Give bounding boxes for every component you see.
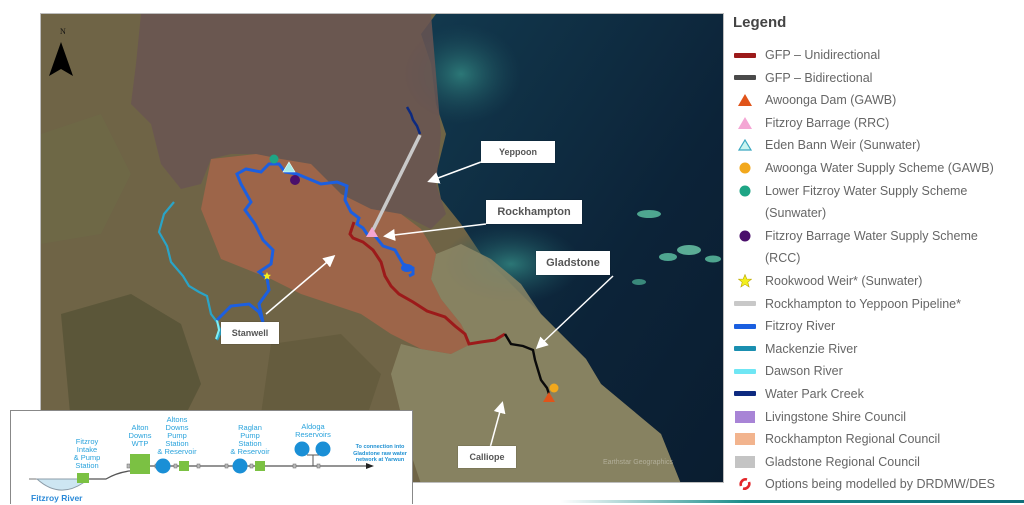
line-swatch-icon bbox=[733, 44, 757, 66]
reservoir-icon bbox=[315, 441, 331, 457]
area-swatch-icon bbox=[733, 428, 757, 450]
station-label-aldoga: Aldoga Reservoirs bbox=[295, 422, 331, 439]
awoonga-scheme-marker bbox=[549, 383, 559, 393]
legend-item-gfp-unidirectional: GFP – Unidirectional bbox=[733, 44, 1023, 67]
legend-item-mackenzie-river: Mackenzie River bbox=[733, 338, 1023, 361]
schematic-diagram bbox=[29, 441, 374, 491]
star-icon bbox=[733, 270, 757, 292]
station-label-fitzroy-intake: Fitzroy Intake & Pump Station bbox=[73, 437, 101, 470]
triangle-icon bbox=[733, 112, 757, 134]
legend-item-lower-fitzroy-scheme: Lower Fitzroy Water Supply Scheme (Sunwa… bbox=[733, 180, 1023, 225]
line-swatch-icon bbox=[733, 67, 757, 89]
station-label-altons-downs-pump: Altons Downs Pump Station & Reservoir bbox=[157, 415, 197, 456]
callout-calliope: Calliope bbox=[458, 446, 516, 468]
reservoir-icon bbox=[294, 441, 310, 457]
fitzroy-barrage-marker bbox=[366, 227, 378, 237]
line-swatch-icon bbox=[733, 383, 757, 405]
legend-item-awoonga-scheme: Awoonga Water Supply Scheme (GAWB) bbox=[733, 157, 1023, 180]
pump-station-icon bbox=[179, 461, 189, 471]
station-label-raglan: Raglan Pump Station & Reservoir bbox=[230, 423, 270, 456]
destination-arrow-icon bbox=[366, 463, 374, 469]
station-label-alton-downs-wtp: Alton Downs WTP bbox=[128, 423, 152, 448]
legend-item-gfp-bidirectional: GFP – Bidirectional bbox=[733, 67, 1023, 90]
legend-item-yeppoon-pipeline: Rockhampton to Yeppoon Pipeline* bbox=[733, 293, 1023, 316]
legend-item-options-modelled: Options being modelled by DRDMW/DES bbox=[733, 473, 1023, 496]
cycle-arrows-icon bbox=[733, 473, 757, 495]
line-swatch-icon bbox=[733, 360, 757, 382]
intake-pump-station-icon bbox=[77, 473, 89, 483]
wtp-icon bbox=[130, 454, 150, 474]
callout-yeppoon: Yeppoon bbox=[481, 141, 555, 163]
line-swatch-icon bbox=[733, 315, 757, 337]
awoonga-dam-marker bbox=[543, 392, 555, 402]
legend-item-fitzroy-barrage: Fitzroy Barrage (RRC) bbox=[733, 112, 1023, 135]
reservoir-icon bbox=[155, 458, 171, 474]
legend-panel: Legend GFP – Unidirectional GFP – Bidire… bbox=[733, 14, 1023, 496]
legend-item-awoonga-dam: Awoonga Dam (GAWB) bbox=[733, 89, 1023, 112]
fitzroy-barrage-scheme-marker bbox=[290, 175, 300, 185]
destination-label: To connection into Gladstone raw water n… bbox=[353, 444, 407, 463]
area-swatch-icon bbox=[733, 451, 757, 473]
footer-accent-line bbox=[560, 500, 1024, 503]
rookwood-weir-marker bbox=[263, 272, 271, 280]
north-label: N bbox=[60, 27, 66, 36]
line-swatch-icon bbox=[733, 338, 757, 360]
map-attribution: Earthstar Geographics bbox=[602, 459, 673, 466]
pipeline-schematic-inset: Fitzroy Intake & Pump Station Alton Down… bbox=[10, 410, 413, 504]
pump-station-icon bbox=[255, 461, 265, 471]
north-arrow-icon bbox=[49, 42, 73, 76]
legend-item-rockhampton-regional: Rockhampton Regional Council bbox=[733, 428, 1023, 451]
legend-item-livingstone-shire: Livingstone Shire Council bbox=[733, 406, 1023, 429]
eden-bann-weir-marker bbox=[282, 161, 296, 173]
legend-item-rookwood-weir: Rookwood Weir* (Sunwater) bbox=[733, 270, 1023, 293]
legend-item-fitzroy-river: Fitzroy River bbox=[733, 315, 1023, 338]
circle-icon bbox=[733, 225, 757, 247]
line-swatch-icon bbox=[733, 293, 757, 315]
river-label: Fitzroy River bbox=[31, 493, 83, 503]
reservoir-icon bbox=[232, 458, 248, 474]
legend-item-eden-bann-weir: Eden Bann Weir (Sunwater) bbox=[733, 134, 1023, 157]
triangle-icon bbox=[733, 89, 757, 111]
circle-icon bbox=[733, 157, 757, 179]
callout-gladstone: Gladstone bbox=[536, 251, 610, 275]
legend-title: Legend bbox=[733, 14, 787, 31]
area-swatch-icon bbox=[733, 406, 757, 428]
callout-rockhampton: Rockhampton bbox=[486, 200, 582, 224]
circle-icon bbox=[733, 180, 757, 202]
legend-item-water-park-creek: Water Park Creek bbox=[733, 383, 1023, 406]
lower-fitzroy-scheme-marker bbox=[269, 154, 279, 164]
legend-item-fitzroy-barrage-scheme: Fitzroy Barrage Water Supply Scheme (RCC… bbox=[733, 225, 1023, 270]
legend-item-dawson-river: Dawson River bbox=[733, 360, 1023, 383]
callout-stanwell: Stanwell bbox=[221, 322, 279, 344]
legend-item-gladstone-regional: Gladstone Regional Council bbox=[733, 451, 1023, 474]
triangle-outline-icon bbox=[733, 134, 757, 156]
